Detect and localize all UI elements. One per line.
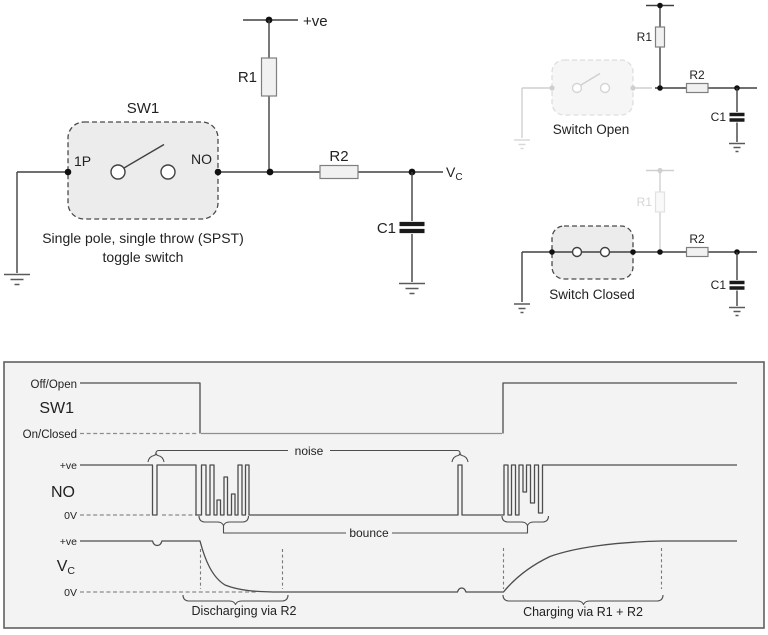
ground-symbol <box>399 282 425 295</box>
main-circuit: +ve R1 SW1 1P NO R2 C1 VC Single po <box>4 13 463 295</box>
vc-low-label: 0V <box>64 587 77 599</box>
ground-symbol <box>514 303 530 314</box>
switch-contact <box>599 246 611 258</box>
switch-name-label: SW1 <box>127 100 160 117</box>
faded-r1-label: R1 <box>637 195 653 209</box>
faded-switch-contact <box>571 82 583 94</box>
throw-label: NO <box>191 151 212 167</box>
faded-junction-dot <box>549 85 555 91</box>
switch-caption-line1: Single pole, single throw (SPST) <box>42 230 244 246</box>
r1-label: R1 <box>238 69 257 86</box>
capacitor-c1 <box>729 280 745 290</box>
no-trace <box>80 464 737 516</box>
no-trace-label: NO <box>51 484 75 501</box>
r2-label: R2 <box>329 148 348 165</box>
switch-closed-caption: Switch Closed <box>549 287 635 302</box>
junction-dot <box>657 85 663 91</box>
c1-label: C1 <box>711 278 727 292</box>
junction-dot <box>64 168 72 176</box>
no-high-label: +ve <box>60 460 77 472</box>
resistor-r2 <box>319 164 359 180</box>
switch-open-circuit: R1 R2 C1 Switch Open <box>514 2 757 153</box>
r2-label: R2 <box>689 68 705 82</box>
switch-open-caption: Switch Open <box>553 122 630 137</box>
capacitor-c1 <box>729 112 745 122</box>
noise-connector-line <box>155 449 461 453</box>
switch-contact <box>571 246 583 258</box>
bounce-connector-line <box>222 525 529 534</box>
noise-label: noise <box>295 444 324 458</box>
junction-dot <box>657 249 663 255</box>
capacitor-c1 <box>399 221 425 234</box>
ground-symbol <box>729 142 745 153</box>
junction-dot <box>657 2 663 9</box>
sw1-high-label: Off/Open <box>31 379 77 391</box>
c1-label: C1 <box>711 110 727 124</box>
vc-trace <box>80 540 737 593</box>
timing-diagram: Off/Open SW1 On/Closed +ve NO 0V +ve VC … <box>3 361 765 629</box>
switch-enclosure <box>67 121 219 220</box>
r1-label: R1 <box>637 30 653 44</box>
sw1-low-label: On/Closed <box>23 429 77 441</box>
discharge-label: Discharging via R2 <box>192 604 297 618</box>
sw1-trace-label: SW1 <box>39 400 74 417</box>
faded-switch-lever <box>580 72 601 86</box>
switch-contact <box>110 164 126 180</box>
ground-symbol <box>4 273 30 286</box>
vc-trace-label: VC <box>57 558 76 577</box>
junction-dot <box>630 249 636 255</box>
no-low-label: 0V <box>64 510 77 522</box>
faded-switch-enclosure <box>551 59 634 116</box>
faded-resistor-r1 <box>654 191 666 213</box>
faded-ground-symbol <box>514 139 530 150</box>
r2-label: R2 <box>689 232 705 246</box>
switch-closed-circuit: R1 R2 C1 Switch Closed <box>514 167 757 317</box>
switch-lever-open <box>123 143 165 169</box>
junction-dot <box>549 249 555 255</box>
switch-contact <box>160 164 176 180</box>
faded-junction-dot <box>657 167 663 174</box>
ground-symbol <box>729 306 745 317</box>
sw1-trace <box>80 382 737 434</box>
vc-high-label: +ve <box>60 536 77 548</box>
charge-label: Charging via R1 + R2 <box>523 605 643 619</box>
pole-label: 1P <box>74 153 91 169</box>
faded-switch-contact <box>599 82 611 94</box>
bounce-label: bounce <box>349 526 389 540</box>
junction-dot <box>214 168 222 176</box>
resistor-r2 <box>685 246 709 258</box>
resistor-r1 <box>654 26 666 48</box>
resistor-r2 <box>685 82 709 94</box>
c1-label: C1 <box>377 220 396 237</box>
junction-dot <box>266 168 274 176</box>
supply-label: +ve <box>303 13 328 30</box>
discharge-brace <box>182 594 289 606</box>
vc-output-label: VC <box>446 164 463 183</box>
faded-junction-dot <box>630 85 636 91</box>
timing-panel <box>3 361 765 629</box>
charge-brace <box>502 594 664 606</box>
switch-caption-line2: toggle switch <box>103 249 184 265</box>
resistor-r1 <box>260 57 278 97</box>
